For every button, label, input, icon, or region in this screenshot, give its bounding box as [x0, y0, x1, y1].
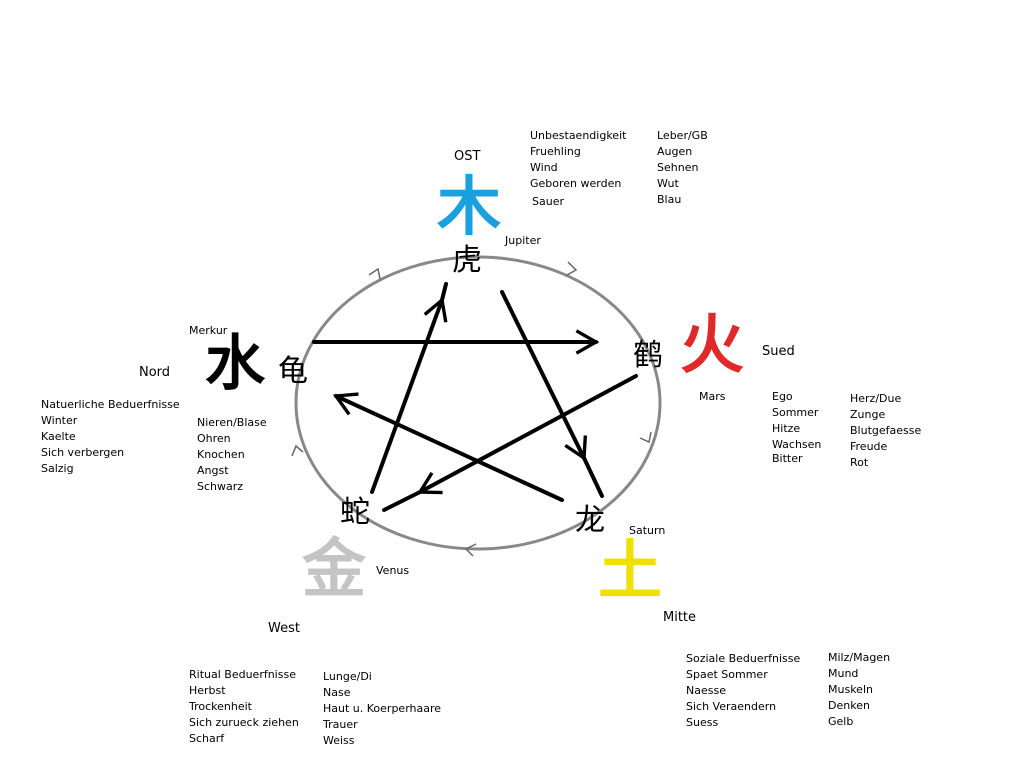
list-item: Trauer — [323, 718, 358, 731]
list-item: Sich verbergen — [41, 446, 125, 459]
cycle-chevron — [291, 444, 304, 457]
direction-south: Sued — [762, 344, 795, 359]
direction-center: Mitte — [663, 610, 697, 625]
arrow-snake-to-tiger — [370, 296, 448, 494]
fire-character: 火 — [680, 309, 744, 383]
arrow-fire-to-metal — [417, 374, 638, 495]
crane-character: 鹤 — [633, 338, 663, 373]
direction-north: Nord — [139, 365, 171, 380]
list-item: Mund — [828, 667, 859, 680]
list-item: Augen — [657, 145, 693, 158]
list-item: Ritual Beduerfnisse — [189, 668, 296, 681]
list-item: Denken — [828, 699, 870, 712]
cycle-chevron — [368, 267, 381, 280]
list-item: Scharf — [189, 732, 225, 745]
water-character: 水 — [205, 329, 265, 399]
list-item: Soziale Beduerfnisse — [686, 652, 801, 665]
list-item: Haut u. Koerperhaare — [323, 702, 442, 715]
snake-character: 蛇 — [340, 495, 370, 530]
arrow-tiger-line — [440, 282, 448, 302]
list-item: Ego — [772, 390, 793, 403]
planet-jupiter: Jupiter — [505, 234, 541, 247]
list-item: Hitze — [772, 422, 801, 435]
list-item: Sich zurueck ziehen — [189, 716, 299, 729]
arrow-metal-line — [382, 490, 422, 512]
list-item: Gelb — [828, 715, 854, 728]
star-arrows — [312, 282, 638, 512]
list-item: Freude — [850, 440, 888, 453]
fire-attributes-list: Ego Sommer Hitze Wachsen Bitter — [772, 389, 821, 467]
list-item: Angst — [197, 464, 229, 477]
direction-west: West — [268, 621, 300, 636]
metal-attributes-list: Ritual Beduerfnisse Herbst Trockenheit S… — [189, 667, 299, 747]
cycle-chevron — [639, 431, 652, 444]
arrow-dragon-line — [582, 456, 604, 498]
wood-character: 木 — [437, 171, 501, 245]
list-item: Trockenheit — [189, 700, 252, 713]
water-attributes-list: Natuerliche Beduerfnisse Winter Kaelte S… — [41, 397, 180, 477]
list-item: Rot — [850, 456, 869, 469]
direction-east: OST — [454, 149, 481, 164]
list-item: Sommer — [772, 406, 819, 419]
list-item: Blau — [657, 193, 682, 206]
earth-attributes-list: Soziale Beduerfnisse Spaet Sommer Naesse… — [686, 651, 800, 731]
list-item: Nieren/Blase — [197, 416, 267, 429]
list-item: Bitter — [772, 452, 803, 465]
earth-organs-list: Milz/Magen Mund Muskeln Denken Gelb — [828, 650, 890, 730]
tiger-character: 虎 — [452, 243, 482, 278]
cycle-chevrons — [291, 261, 652, 557]
list-item: Blutgefaesse — [850, 424, 922, 437]
arrow-tiger-to-dragon — [500, 290, 588, 462]
list-item: Wind — [530, 161, 558, 174]
turtle-character: 龟 — [278, 354, 308, 389]
list-item: Spaet Sommer — [686, 668, 768, 681]
wood-organs-list: Leber/GB Augen Sehnen Wut Blau — [657, 128, 708, 208]
planet-mercury: Merkur — [189, 324, 228, 337]
cycle-chevron — [464, 543, 477, 557]
metal-organs-list: Lunge/Di Nase Haut u. Koerperhaare Traue… — [323, 669, 441, 749]
list-item: Nase — [323, 686, 351, 699]
cycle-chevron — [566, 261, 578, 276]
list-item: Weiss — [323, 734, 355, 747]
fire-organs-list: Herz/Due Zunge Blutgefaesse Freude Rot — [850, 391, 921, 471]
planet-saturn: Saturn — [629, 524, 666, 537]
list-item: Ohren — [197, 432, 231, 445]
list-item: Fruehling — [530, 145, 581, 158]
list-item: Salzig — [41, 462, 74, 475]
planet-mars: Mars — [699, 390, 726, 403]
list-item: Schwarz — [197, 480, 244, 493]
metal-character: 金 — [302, 533, 366, 607]
planet-venus: Venus — [376, 564, 410, 577]
list-item: Sich Veraendern — [686, 700, 777, 713]
list-item: Kaelte — [41, 430, 76, 443]
list-item: Knochen — [197, 448, 245, 461]
list-item: Muskeln — [828, 683, 873, 696]
list-item: Natuerliche Beduerfnisse — [41, 398, 180, 411]
wood-attributes-list: Unbestaendigkeit Fruehling Wind Geboren … — [530, 128, 626, 210]
list-item: Wachsen — [772, 438, 822, 451]
generating-cycle-circle — [294, 255, 662, 551]
list-item: Milz/Magen — [828, 651, 891, 664]
list-item: Sauer — [532, 195, 564, 208]
list-item: Sehnen — [657, 161, 699, 174]
list-item: Unbestaendigkeit — [530, 129, 627, 142]
list-item: Wut — [657, 177, 679, 190]
list-item: Naesse — [686, 684, 726, 697]
arrow-earth-to-water — [332, 392, 564, 502]
list-item: Leber/GB — [657, 129, 708, 142]
list-item: Geboren werden — [530, 177, 622, 190]
dragon-character: 龙 — [575, 503, 605, 538]
list-item: Lunge/Di — [323, 670, 372, 683]
list-item: Herbst — [189, 684, 226, 697]
list-item: Herz/Due — [850, 392, 902, 405]
list-item: Suess — [686, 716, 719, 729]
water-organs-list: Nieren/Blase Ohren Knochen Angst Schwarz — [197, 415, 267, 495]
list-item: Zunge — [850, 408, 886, 421]
earth-character: 土 — [598, 535, 662, 609]
list-item: Winter — [41, 414, 78, 427]
